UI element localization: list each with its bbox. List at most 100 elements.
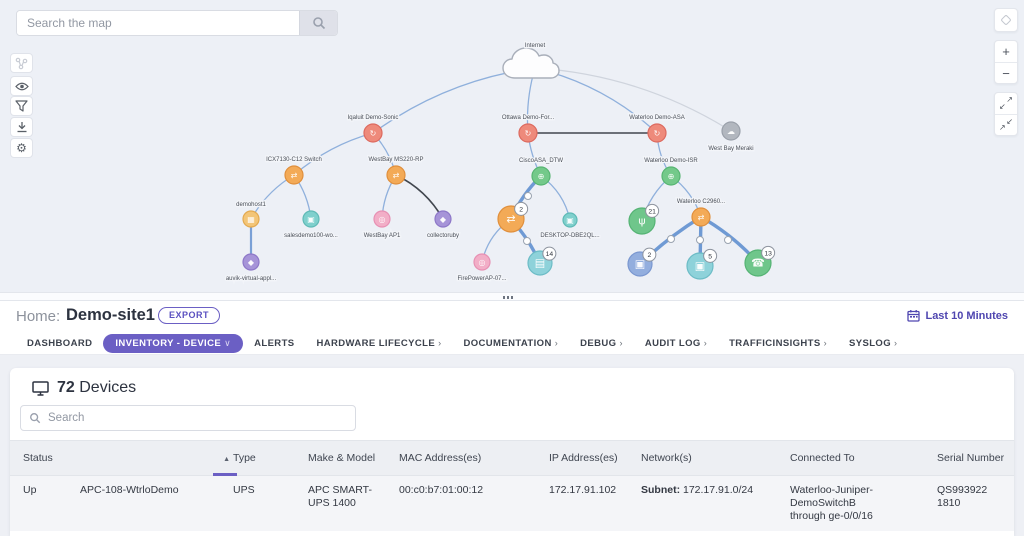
collapse-button[interactable]: ↙ ↗ [995, 114, 1017, 135]
map-search-button[interactable] [299, 11, 337, 35]
device-type-icon: ↻ [370, 129, 377, 138]
map-node-westbay-ms220-rp[interactable]: ⇄WestBay MS220-RP [367, 156, 425, 185]
tab-alerts[interactable]: ALERTS [254, 337, 295, 349]
column-header-type[interactable]: Type [220, 441, 295, 475]
map-node-cluster[interactable]: ▣2 [627, 247, 657, 277]
cell-status: Up [10, 531, 67, 536]
breadcrumb-home: Home: [16, 308, 61, 325]
column-header-device-name[interactable]: ▲ [67, 441, 237, 476]
map-node-waterloo-demo-asa[interactable]: ↻Waterloo Demo-ASA [628, 114, 686, 143]
map-node-ottawa-demo-for[interactable]: ↻Ottawa Demo-For... [501, 114, 556, 143]
zoom-out-button[interactable]: − [995, 62, 1017, 83]
device-node-circle [284, 165, 304, 185]
map-edge[interactable] [534, 67, 732, 132]
table-search-input[interactable] [48, 412, 347, 424]
map-edge[interactable] [293, 132, 374, 176]
map-node-cluster[interactable]: ▣5 [686, 248, 718, 280]
device-node-circle [386, 165, 406, 185]
tab-syslog[interactable]: SYSLOG› [849, 337, 898, 349]
edge-connector-icon [667, 235, 675, 243]
map-node-collectoruby[interactable]: ◆collectoruby [426, 210, 460, 240]
cell-device[interactable]: auvik-virtual-appliance [67, 531, 220, 536]
device-type-icon: ◎ [379, 215, 386, 224]
node-count-value: 13 [764, 250, 772, 257]
map-node-cluster[interactable]: ☎13 [744, 245, 776, 277]
tab-hardware-lifecycle[interactable]: HARDWARE LIFECYCLE› [316, 337, 442, 349]
column-header-ip-address-es-[interactable]: IP Address(es) [536, 441, 628, 475]
export-button[interactable]: EXPORT [158, 307, 221, 324]
column-label: Type [233, 451, 256, 464]
network-map[interactable]: Internet ↻Iqaluit Demo-Sonic ↻Ottawa Demo-… [0, 0, 1024, 292]
node-count-badge [542, 246, 557, 261]
minus-icon: − [1002, 65, 1010, 81]
device-type-icon: ⊕ [538, 172, 545, 181]
export-map-button[interactable] [10, 117, 33, 137]
tab-debug[interactable]: DEBUG› [580, 337, 623, 349]
column-header-connected-to[interactable]: Connected To [777, 441, 924, 475]
sorted-column-indicator [213, 473, 237, 476]
tab-trafficinsights[interactable]: TRAFFICINSIGHTS› [729, 337, 828, 349]
cell-network: Subnet: 172.31.20.0/24 [628, 531, 777, 536]
map-node-internet[interactable]: Internet [502, 42, 560, 79]
splitter-grip-icon [503, 296, 513, 299]
node-count-badge [645, 203, 660, 218]
device-type-icon: ↻ [525, 129, 532, 138]
map-settings-button[interactable]: ⚙ [10, 138, 33, 158]
expand-button[interactable]: ↗ ↙ [995, 93, 1017, 114]
page-title: Demo-site1 [66, 306, 155, 324]
column-header-status[interactable]: Status [10, 441, 67, 475]
map-node-demohost1[interactable]: ▦demohost1 [235, 201, 268, 228]
zoom-in-button[interactable]: + [995, 41, 1017, 62]
map-panel-splitter[interactable] [0, 292, 1024, 301]
cell-type: UPS [233, 484, 255, 496]
node-label: WestBay MS220-RP [369, 157, 424, 163]
device-node-circle [691, 207, 711, 227]
visibility-button[interactable] [10, 76, 33, 96]
node-label: FirePowerAP-07... [457, 276, 506, 282]
map-node-cluster[interactable]: ψ21 [628, 203, 660, 235]
tab-inventory-device[interactable]: INVENTORY - DEVICE∨ [103, 333, 244, 353]
map-node-waterloo-demo-isr[interactable]: ⊕Waterloo Demo-ISR [643, 157, 700, 186]
node-count-value: 2 [519, 206, 523, 213]
node-label: demohost1 [236, 202, 266, 208]
map-node-waterloo-c2960[interactable]: ⇄Waterloo C2960... [676, 198, 727, 227]
map-node-iqaluit-demo-sonic[interactable]: ↻Iqaluit Demo-Sonic [346, 114, 400, 143]
device-node-circle [721, 121, 741, 141]
tab-documentation[interactable]: DOCUMENTATION› [463, 337, 559, 349]
device-node-circle [242, 210, 260, 228]
cell-device[interactable]: APC-108-WtrloDemo [80, 484, 179, 496]
filter-icon [15, 100, 28, 112]
tab-dashboard[interactable]: DASHBOARD [27, 337, 93, 349]
map-node-auvik-virtual-appl[interactable]: ◆auvik-virtual-appl... [225, 253, 278, 283]
map-edge[interactable] [395, 174, 444, 220]
tab-audit-log[interactable]: AUDIT LOG› [644, 337, 708, 349]
column-header-make-model[interactable]: Make & Model [295, 441, 386, 475]
map-node-firepowerap-07[interactable]: ◎FirePowerAP-07... [456, 253, 508, 283]
device-type-icon: ▣ [566, 216, 574, 225]
table-row[interactable]: Upauvik-virtual-applianceAuvik Collector… [10, 531, 1014, 536]
locate-button[interactable] [994, 8, 1018, 32]
map-search-input[interactable] [17, 11, 299, 35]
column-label: IP Address(es) [549, 451, 618, 464]
map-node-desktop-dbe2ql[interactable]: ▣DESKTOP-DBE2QL... [539, 212, 601, 240]
map-node-cluster[interactable]: ⇄2 [497, 201, 529, 233]
map-node-cluster[interactable]: ▤14 [527, 246, 557, 276]
filter-button[interactable] [10, 96, 33, 116]
column-header-mac-address-es-[interactable]: MAC Address(es) [386, 441, 536, 475]
map-node-westbay-ap1[interactable]: ◎WestBay AP1 [362, 210, 402, 240]
column-header-serial-number[interactable]: Serial Number [924, 441, 1014, 475]
inventory-panel: Home: Demo-site1 EXPORT Last 10 Minutes … [0, 301, 1024, 536]
topology-canvas[interactable]: Internet ↻Iqaluit Demo-Sonic ↻Ottawa Demo-… [0, 0, 1024, 292]
map-node-west-bay-meraki[interactable]: ☁West Bay Meraki [707, 121, 755, 153]
fullscreen-controls: ↗ ↙ ↙ ↗ [994, 92, 1018, 136]
topology-mode-button[interactable] [10, 53, 33, 73]
device-type-icon: ▤ [535, 257, 545, 270]
map-node-salesdemo100-wo[interactable]: ▣salesdemo100-wo... [283, 210, 339, 240]
column-header-network-s-[interactable]: Network(s) [628, 441, 777, 475]
map-node-ciscoasa-dtw[interactable]: ⊕CiscoASA_DTW [518, 157, 565, 186]
map-node-icx7130-c12-switch[interactable]: ⇄ICX7130-C12 Switch [265, 156, 323, 185]
time-range-selector[interactable]: Last 10 Minutes [907, 309, 1008, 322]
